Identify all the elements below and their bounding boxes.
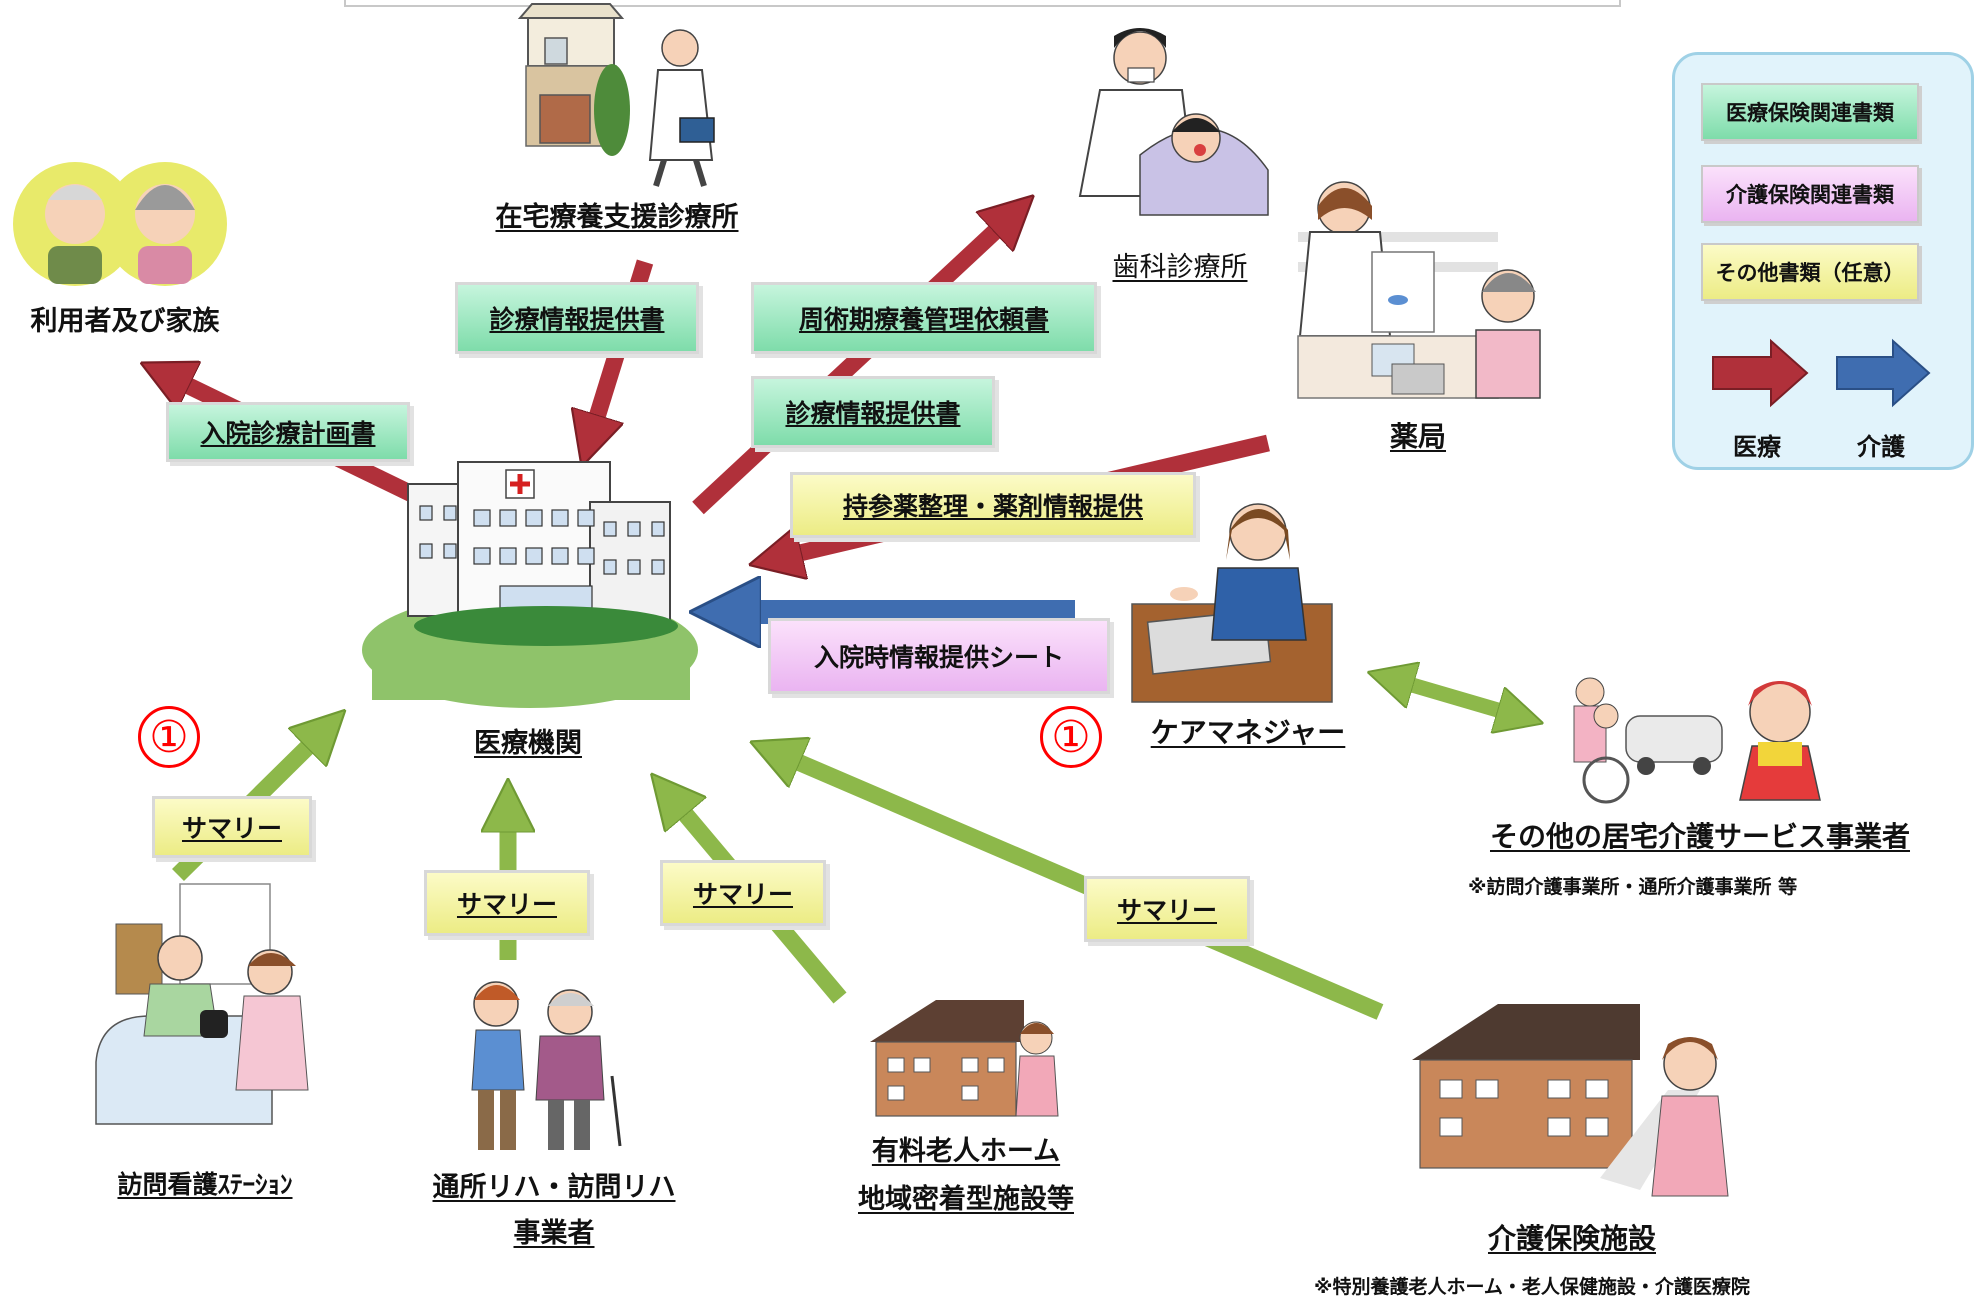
- doc-admission-info-sheet: 入院時情報提供シート: [768, 618, 1110, 694]
- hospital-illustration: [362, 461, 698, 708]
- note-other-services: ※訪問介護事業所・通所介護事業所 等: [1468, 876, 1798, 898]
- doc-summary-rehab: サマリー: [424, 870, 590, 936]
- other-services-illustration: [1573, 677, 1821, 804]
- marker-right: ①: [1040, 706, 1102, 768]
- arrow-hospital-to-dental: [692, 210, 1018, 515]
- legend-care-arrow-icon: [1836, 338, 1931, 408]
- doc-clinical-info-1: 診療情報提供書: [455, 282, 699, 354]
- legend-care-label: 介護: [1857, 433, 1905, 461]
- pharmacy-illustration: [1297, 181, 1541, 399]
- doc-perioperative-request: 周術期療養管理依頼書: [751, 282, 1097, 354]
- home-clinic-illustration: [517, 3, 715, 187]
- care-facility-illustration: [1412, 1004, 1729, 1197]
- label-pharmacy: 薬局: [1389, 420, 1447, 453]
- doc-clinical-info-2: 診療情報提供書: [751, 376, 995, 448]
- legend-arrow-icons: [1712, 338, 1931, 408]
- label-visiting-nursing: 訪問看護ｽﾃｰｼｮﾝ: [117, 1170, 293, 1199]
- arrow-carefacility-to-hospital: [770, 750, 1384, 1020]
- legend-medical-docs: 医療保険関連書類: [1701, 83, 1919, 141]
- legend-other-docs: その他書類（任意）: [1701, 243, 1919, 301]
- label-other-services: その他の居宅介護サービス事業者: [1489, 820, 1911, 853]
- label-user-family: 利用者及び家族: [30, 306, 220, 337]
- legend-medical-arrow-icon: [1712, 338, 1809, 408]
- marker-left: ①: [138, 706, 200, 768]
- care-manager-illustration: [1131, 503, 1333, 703]
- doc-summary-nursing: サマリー: [152, 796, 312, 858]
- label-care-manager: ケアマネジャー: [1150, 716, 1346, 749]
- label-nursing-home-line1: 有料老人ホーム: [871, 1136, 1061, 1167]
- visiting-nursing-illustration: [95, 883, 309, 1125]
- label-home-clinic: 在宅療養支援診療所: [495, 202, 739, 233]
- elderly-couple-illustration: [13, 162, 227, 286]
- doc-admission-plan: 入院診療計画書: [166, 402, 410, 462]
- label-care-facility: 介護保険施設: [1487, 1222, 1657, 1255]
- dental-clinic-illustration: [1078, 28, 1269, 216]
- nursing-home-illustration: [870, 1000, 1059, 1117]
- top-frame-line: [344, 0, 1621, 7]
- doc-summary-care-facility: サマリー: [1084, 876, 1250, 942]
- legend-medical-label: 医療: [1733, 433, 1781, 461]
- label-nursing-home-line2: 地域密着型施設等: [858, 1184, 1074, 1215]
- arrow-caremanager-other-services: [1395, 680, 1525, 718]
- legend-care-docs: 介護保険関連書類: [1701, 165, 1919, 223]
- label-rehab-line1: 通所リハ・訪問リハ: [432, 1172, 676, 1203]
- label-dental-clinic: 歯科診療所: [1112, 252, 1248, 283]
- label-medical-institution: 医療機関: [474, 728, 582, 759]
- doc-summary-nursing-home: サマリー: [660, 860, 826, 926]
- doc-medication-info: 持参薬整理・薬剤情報提供: [790, 472, 1196, 538]
- legend: 医療保険関連書類 介護保険関連書類 その他書類（任意） 医療 介護: [1672, 52, 1974, 470]
- label-rehab-line2: 事業者: [513, 1218, 595, 1249]
- note-care-facility: ※特別養護老人ホーム・老人保健施設・介護医療院: [1314, 1276, 1750, 1298]
- rehab-illustration: [471, 981, 622, 1150]
